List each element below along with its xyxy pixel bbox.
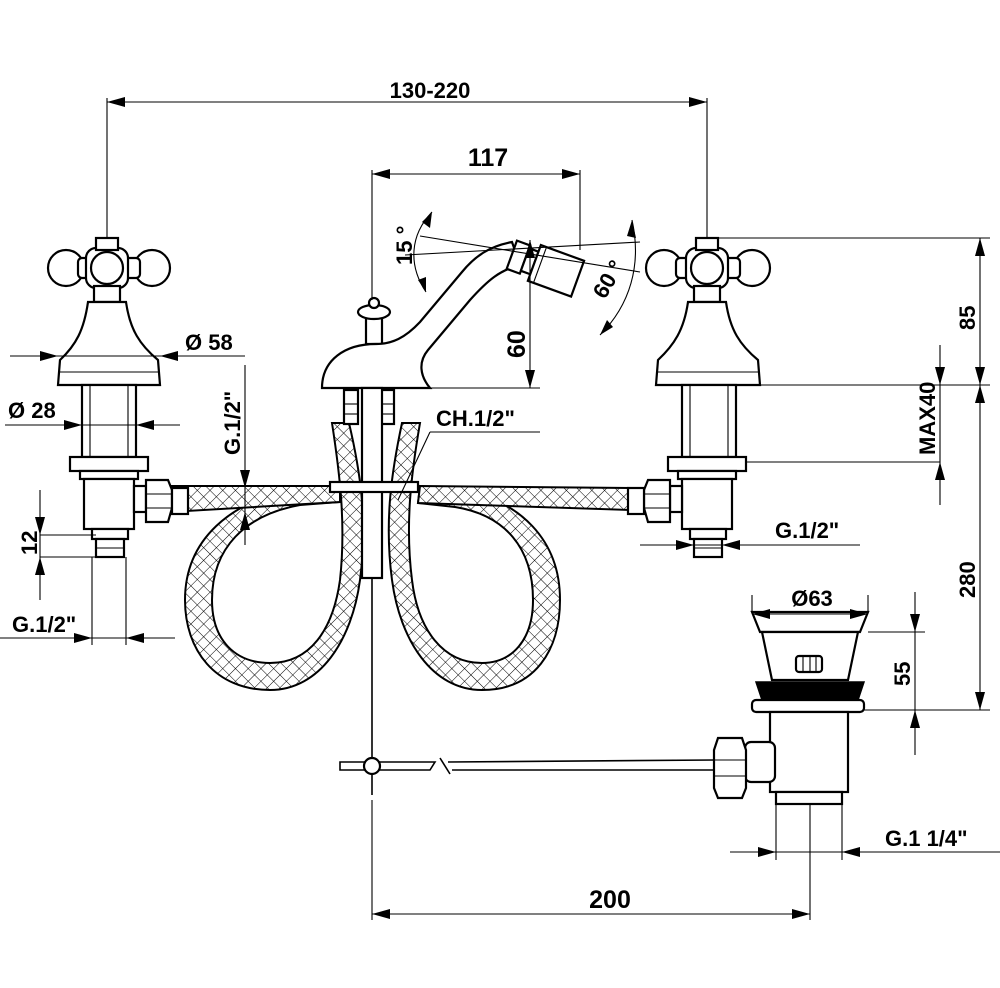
label-deck-thickness: MAX40 — [915, 382, 940, 455]
label-escutcheon-diameter: Ø 58 — [185, 330, 233, 355]
pop-up-waste — [712, 610, 870, 806]
flexible-hoses — [169, 422, 631, 692]
label-right-inlet-thread: G.1/2" — [775, 518, 839, 543]
label-center-spacing: 130-220 — [390, 78, 471, 103]
label-spout-reach: 117 — [468, 144, 508, 172]
dimension-lines — [0, 97, 1000, 920]
label-rod-distance: 200 — [589, 886, 631, 914]
label-waste-diameter: Ø63 — [791, 586, 833, 611]
label-waste-thread: G.1 1/4" — [885, 826, 968, 851]
label-handle-height: 85 — [955, 306, 980, 330]
left-tap — [46, 236, 190, 559]
label-shank-length: 280 — [955, 561, 980, 598]
label-left-inlet-thread: G.1/2" — [220, 391, 245, 455]
label-inlet-length: 12 — [17, 531, 42, 555]
left-hose-loop — [183, 422, 365, 692]
right-hose-loop — [387, 422, 562, 692]
label-spout-connector: CH.1/2" — [436, 406, 515, 431]
label-bottom-left-thread: G.1/2" — [12, 612, 76, 637]
right-tap — [626, 236, 772, 559]
label-waste-height: 55 — [890, 662, 915, 686]
label-spout-height: 60 — [503, 330, 531, 358]
dimension-labels: 130-220 117 15 ° 60 ° 60 85 MAX40 280 Ø … — [8, 78, 980, 914]
label-shank-diameter: Ø 28 — [8, 398, 56, 423]
label-spray-angle: 60 ° — [588, 256, 629, 303]
label-spout-tilt-angle: 15 ° — [392, 226, 417, 265]
